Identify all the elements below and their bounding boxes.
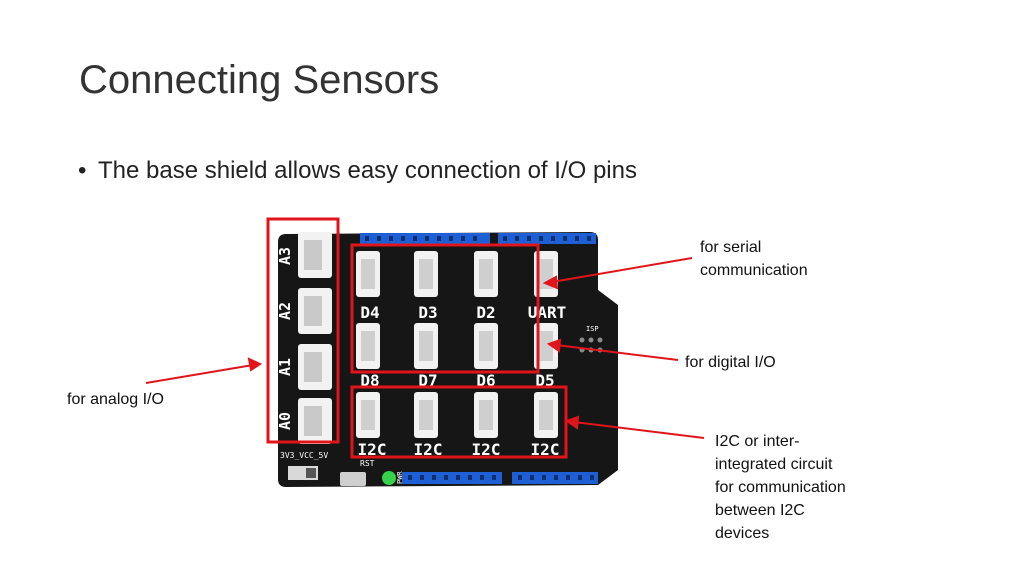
reset-button	[340, 472, 366, 486]
callout-i2c-line-5: devices	[715, 525, 770, 542]
reset-label: RST	[360, 459, 375, 468]
callout-i2c-line-3: for communication	[715, 479, 846, 496]
power-led	[382, 471, 396, 485]
port-label-i2c-3: I2C	[472, 440, 501, 459]
i2c-arrow	[573, 421, 705, 439]
port-label-d4: D4	[360, 303, 379, 322]
port-label-a3: A3	[276, 247, 294, 265]
voltage-switch-knob	[306, 468, 316, 478]
port-label-d2: D2	[476, 303, 495, 322]
port-label-d7: D7	[418, 371, 437, 390]
i2c-arrowhead	[564, 415, 580, 430]
digital-highlight-box	[350, 243, 540, 374]
grid-connector-slots	[361, 259, 553, 430]
digital-arrowhead	[546, 338, 562, 353]
port-label-d5: D5	[535, 371, 554, 390]
bullet-text: The base shield allows easy connection o…	[98, 157, 637, 184]
callout-digital: for digital I/O	[685, 354, 776, 371]
bullet-dot: •	[78, 157, 87, 184]
port-label-i2c-1: I2C	[358, 440, 387, 459]
callout-serial-line-2: communication	[700, 262, 808, 279]
top-header-pins	[365, 236, 591, 241]
callout-analog: for analog I/O	[67, 391, 164, 408]
top-header-right	[498, 233, 596, 244]
port-label-d8: D8	[360, 371, 379, 390]
callout-serial: for serial communication	[700, 236, 808, 282]
serial-arrowhead	[542, 275, 559, 290]
bottom-header-left	[402, 472, 502, 484]
port-label-a1: A1	[276, 358, 294, 376]
callout-i2c-line-2: integrated circuit	[715, 456, 833, 473]
port-label-d6: D6	[476, 371, 495, 390]
callout-i2c: I2C or inter- integrated circuit for com…	[715, 430, 846, 545]
callout-serial-line-1: for serial	[700, 239, 762, 256]
isp-label: ISP	[586, 325, 599, 333]
digital-row2-labels: D8 D7 D6 D5	[360, 371, 554, 390]
port-label-i2c-2: I2C	[414, 440, 443, 459]
power-label: PWR	[396, 471, 404, 484]
port-label-i2c-4: I2C	[531, 440, 560, 459]
analog-highlight-box	[266, 217, 340, 444]
slide-title: Connecting Sensors	[79, 58, 440, 102]
bullet-item: • The base shield allows easy connection …	[78, 157, 637, 185]
analog-arrow	[145, 364, 254, 384]
analog-connector-slots	[304, 240, 322, 436]
i2c-labels: I2C I2C I2C I2C	[358, 440, 560, 459]
digital-arrow	[555, 344, 679, 361]
voltage-label: 3V3_VCC_5V	[280, 451, 328, 460]
analog-arrowhead	[247, 357, 263, 372]
i2c-highlight-box	[350, 385, 568, 459]
analog-port-labels: A3 A2 A1 A0	[276, 247, 294, 430]
callout-i2c-line-4: between I2C	[715, 502, 805, 519]
port-label-d3: D3	[418, 303, 437, 322]
callout-arrows	[145, 257, 705, 439]
serial-arrow	[551, 257, 693, 283]
port-label-uart: UART	[528, 303, 567, 322]
bottom-header-pins	[408, 475, 594, 480]
callout-i2c-line-1: I2C or inter-	[715, 433, 800, 450]
port-label-a0: A0	[276, 412, 294, 430]
port-label-a2: A2	[276, 302, 294, 320]
